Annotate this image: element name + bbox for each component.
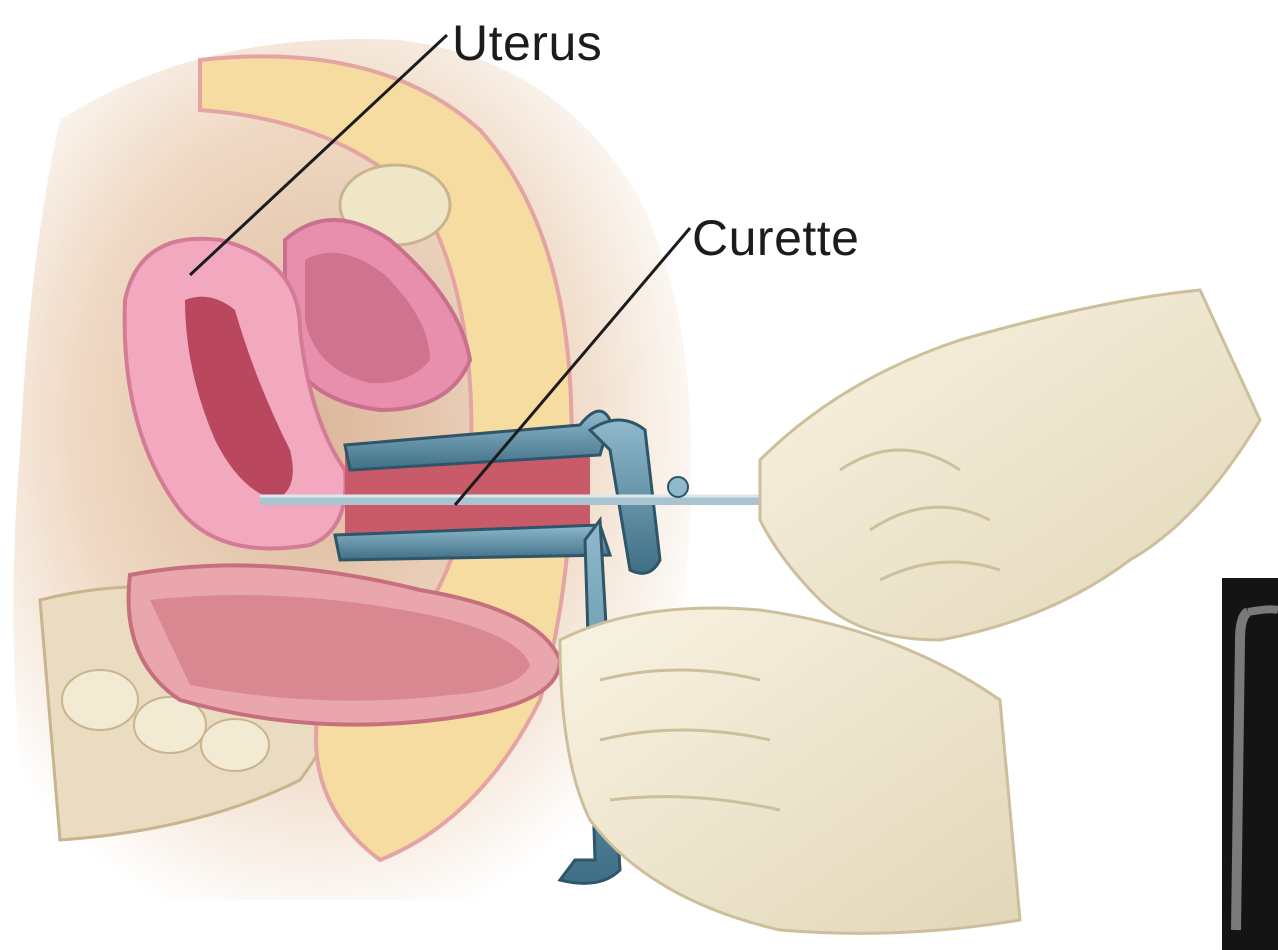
gloved-hand-upper <box>760 290 1260 640</box>
partial-photo-inset <box>1222 578 1278 950</box>
gloved-hand-lower <box>560 608 1020 933</box>
uterus-label: Uterus <box>452 18 602 68</box>
curette-label: Curette <box>692 213 859 263</box>
